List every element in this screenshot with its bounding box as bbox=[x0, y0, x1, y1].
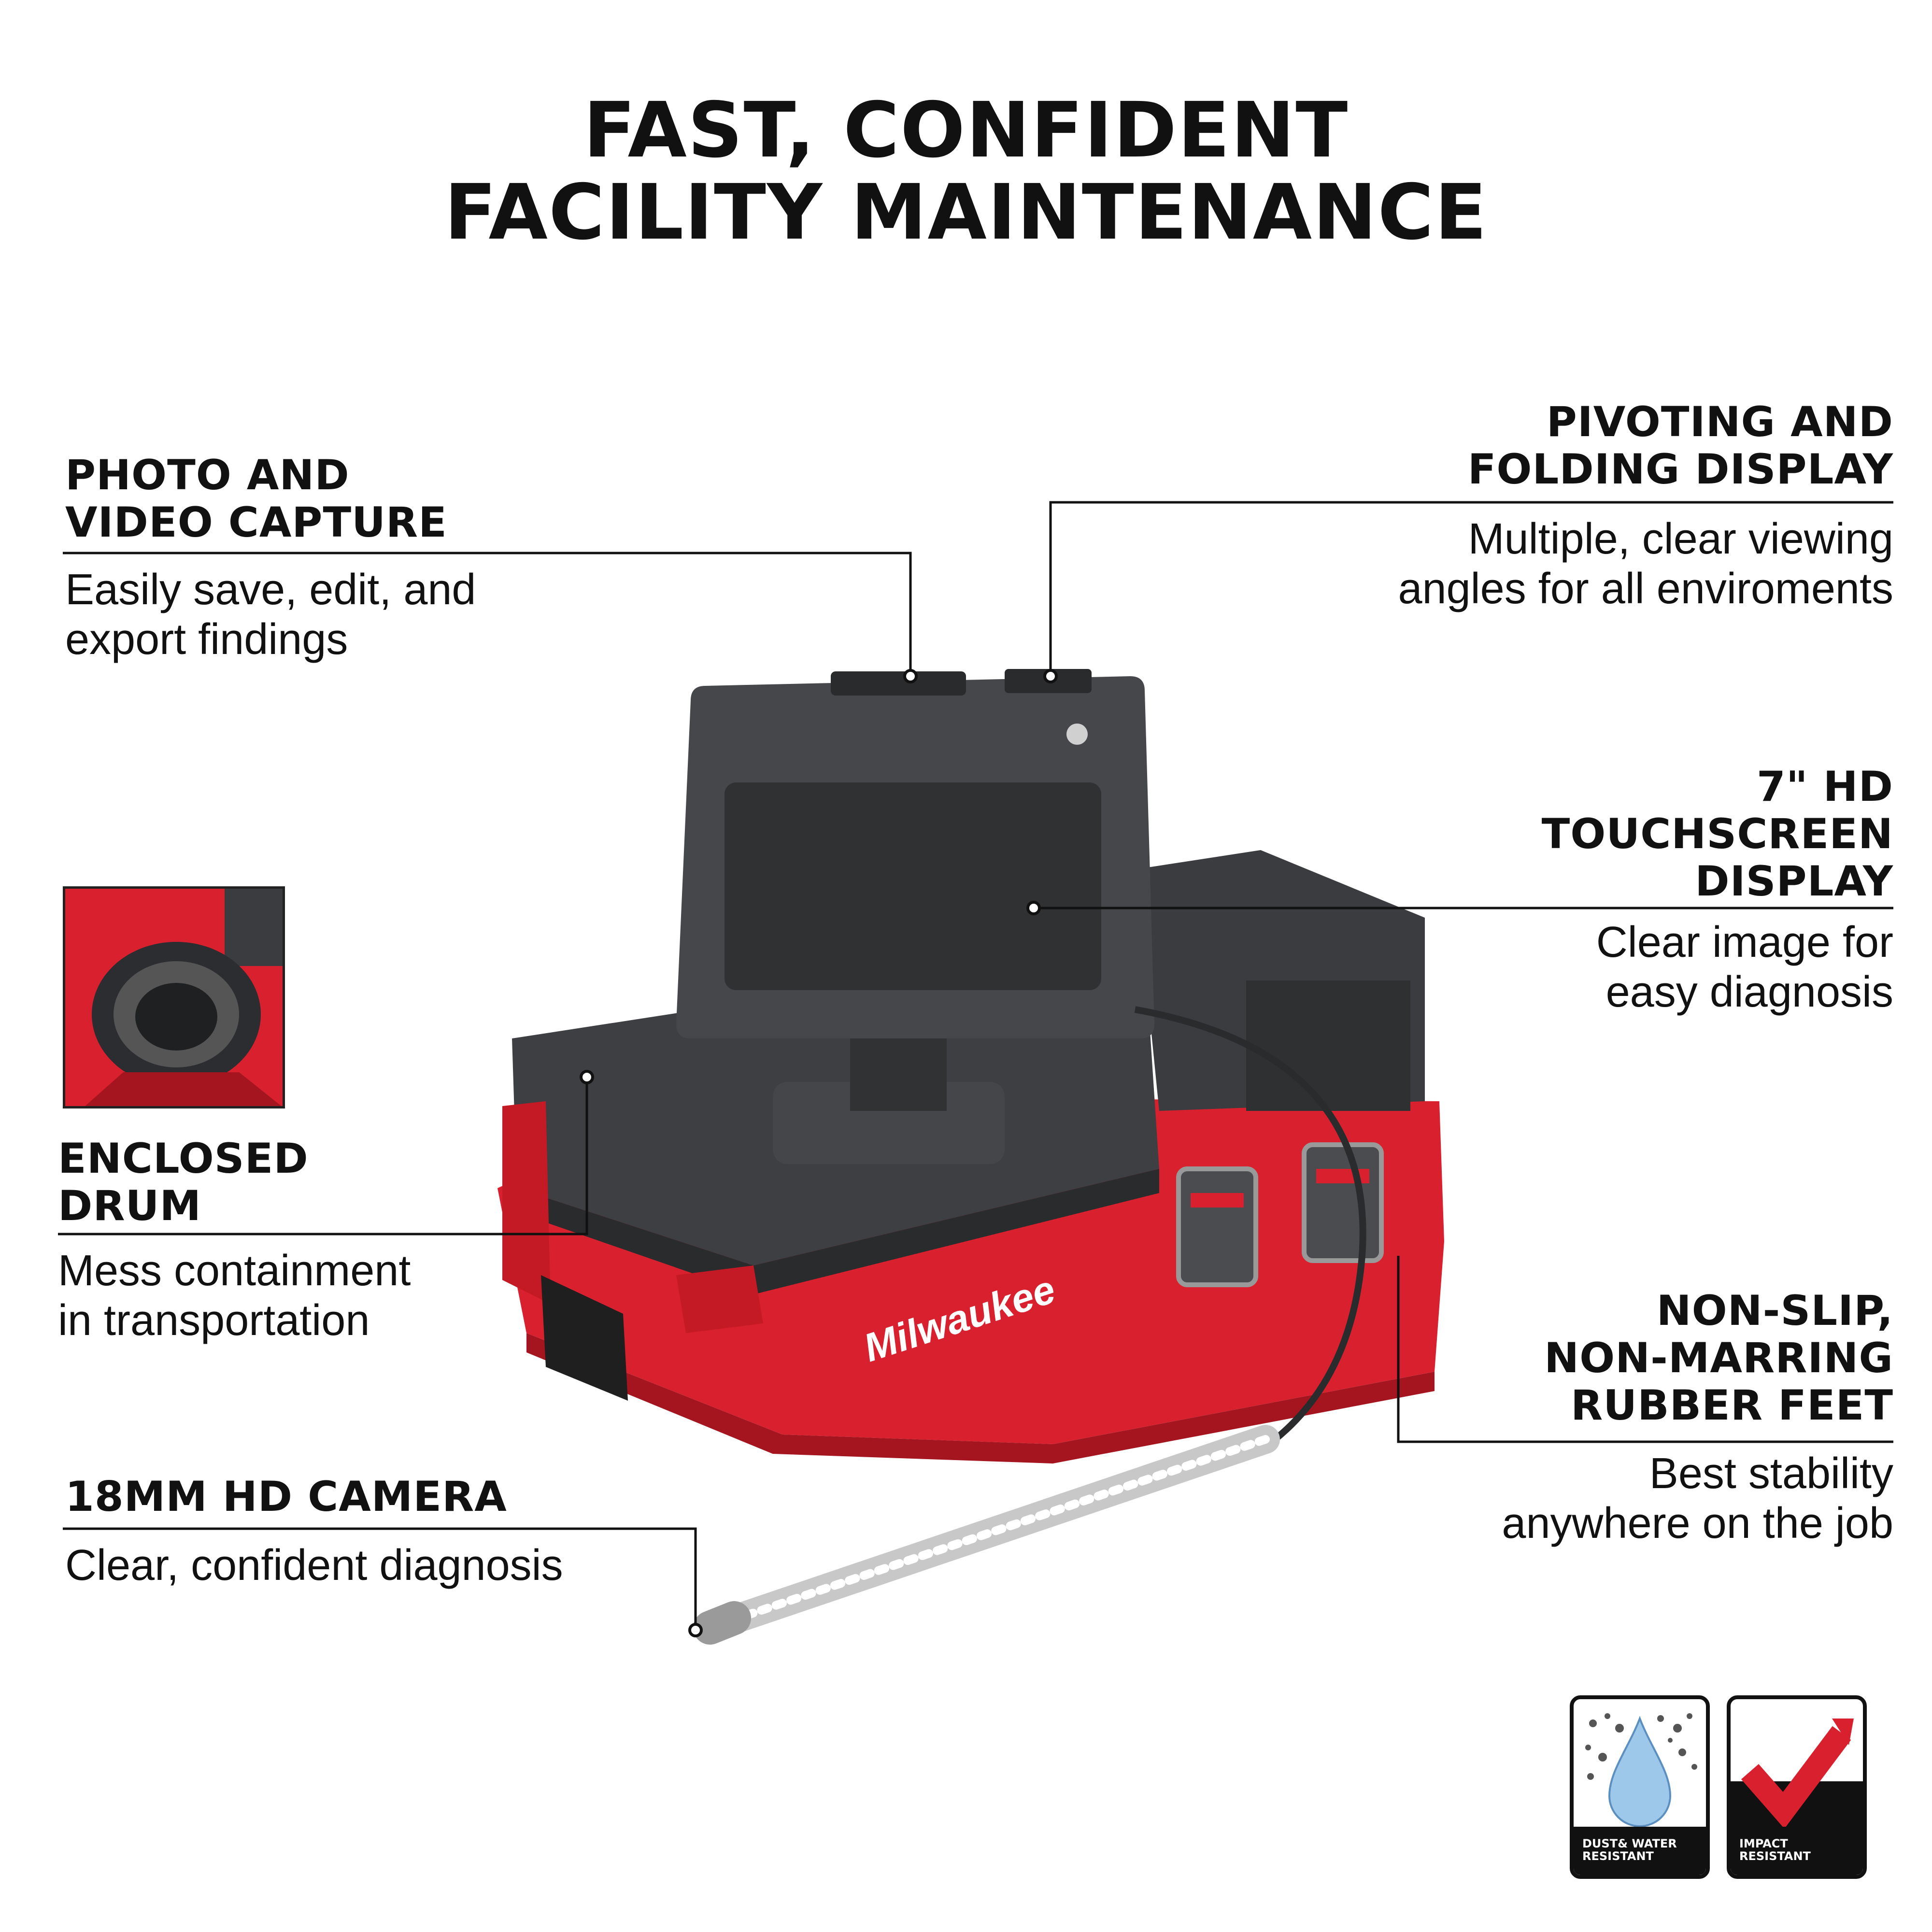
touchscreen-heading: 7" HD TOUCHSCREEN DISPLAY bbox=[1217, 763, 1893, 905]
camera-description: Clear, confident diagnosis bbox=[65, 1541, 563, 1591]
impact-resistant-badge: IMPACT RESISTANT bbox=[1727, 1695, 1867, 1879]
latch-left bbox=[1176, 1166, 1258, 1287]
enclosed-drum-description: Mess containment in transportation bbox=[58, 1246, 411, 1346]
touch-heading-line1: 7" HD bbox=[1757, 763, 1893, 811]
photo-video-description: Easily save, edit, and export findings bbox=[65, 565, 476, 665]
camera-heading-line1: 18MM HD CAMERA bbox=[65, 1473, 507, 1521]
feet-heading-line2: NON-MARRING bbox=[1544, 1334, 1893, 1382]
impact-label-line2: RESISTANT bbox=[1739, 1849, 1811, 1863]
feet-heading-line3: RUBBER FEET bbox=[1571, 1381, 1893, 1430]
rubber-feet-heading: NON-SLIP, NON-MARRING RUBBER FEET bbox=[1217, 1287, 1893, 1429]
pivot-heading-line2: FOLDING DISPLAY bbox=[1467, 445, 1893, 494]
pivoting-display-description: Multiple, clear viewing angles for all e… bbox=[1217, 514, 1893, 614]
check-mark-icon bbox=[1731, 1719, 1863, 1834]
touch-heading-line3: DISPLAY bbox=[1695, 857, 1893, 906]
dust-water-label-line2: RESISTANT bbox=[1582, 1849, 1654, 1863]
pivot-heading-line1: PIVOTING AND bbox=[1546, 398, 1893, 446]
photo-desc-line1: Easily save, edit, and bbox=[65, 566, 476, 614]
touch-desc-line1: Clear image for bbox=[1596, 918, 1893, 966]
touch-desc-line2: easy diagnosis bbox=[1605, 968, 1893, 1016]
title-line-2: FACILITY MAINTENANCE bbox=[444, 168, 1488, 257]
photo-video-heading: PHOTO AND VIDEO CAPTURE bbox=[65, 452, 447, 546]
pivoting-display-heading: PIVOTING AND FOLDING DISPLAY bbox=[1217, 398, 1893, 493]
drum-desc-line2: in transportation bbox=[58, 1296, 370, 1345]
pivot-desc-line2: angles for all enviroments bbox=[1398, 565, 1893, 613]
drum-desc-line1: Mess containment bbox=[58, 1247, 411, 1295]
photo-heading-line1: PHOTO AND bbox=[65, 451, 350, 499]
drum-heading-line1: ENCLOSED bbox=[58, 1135, 309, 1183]
feet-desc-line1: Best stability bbox=[1649, 1449, 1893, 1498]
enclosed-drum-heading: ENCLOSED DRUM bbox=[58, 1135, 309, 1230]
drum-heading-line2: DRUM bbox=[58, 1182, 202, 1230]
camera-desc-line1: Clear, confident diagnosis bbox=[65, 1541, 563, 1590]
touch-heading-line2: TOUCHSCREEN bbox=[1541, 810, 1893, 858]
dust-water-label-line1: DUST& WATER bbox=[1582, 1837, 1677, 1850]
title-line-1: FAST, CONFIDENT bbox=[583, 86, 1349, 175]
camera-heading: 18MM HD CAMERA bbox=[65, 1473, 507, 1520]
pivot-desc-line1: Multiple, clear viewing bbox=[1468, 515, 1893, 563]
drum-inset-image bbox=[63, 886, 285, 1108]
touchscreen-description: Clear image for easy diagnosis bbox=[1217, 918, 1893, 1017]
feet-heading-line1: NON-SLIP, bbox=[1656, 1287, 1893, 1335]
impact-label-line1: IMPACT bbox=[1739, 1837, 1788, 1850]
dust-water-resistant-badge: DUST& WATER RESISTANT bbox=[1570, 1695, 1710, 1879]
dust-water-label: DUST& WATER RESISTANT bbox=[1574, 1827, 1706, 1875]
rubber-feet-description: Best stability anywhere on the job bbox=[1217, 1449, 1893, 1548]
impact-label: IMPACT RESISTANT bbox=[1731, 1827, 1863, 1875]
photo-desc-line2: export findings bbox=[65, 615, 348, 664]
feet-desc-line2: anywhere on the job bbox=[1502, 1499, 1893, 1548]
camera-cable bbox=[1134, 1006, 1366, 1442]
power-button-icon bbox=[1066, 724, 1088, 745]
water-drop-icon bbox=[1585, 1713, 1697, 1827]
photo-heading-line2: VIDEO CAPTURE bbox=[65, 498, 447, 547]
page-title: FAST, CONFIDENT FACILITY MAINTENANCE bbox=[0, 89, 1932, 254]
